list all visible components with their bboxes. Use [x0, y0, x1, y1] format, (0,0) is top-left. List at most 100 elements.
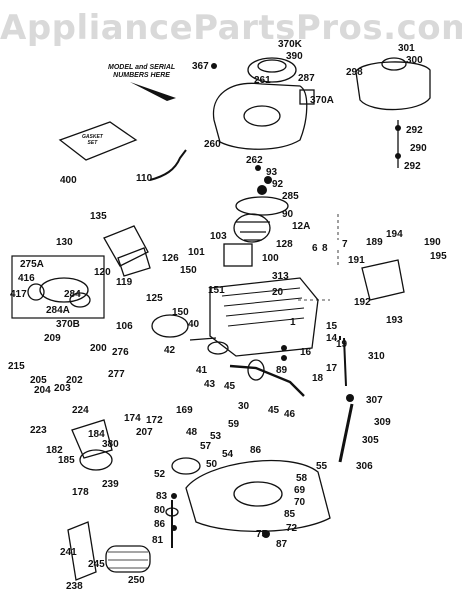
part-label: 207 — [136, 427, 153, 438]
part-label: 1 — [290, 317, 296, 328]
part-label: 150 — [180, 265, 197, 276]
part-label: 184 — [88, 429, 105, 440]
part-label: 85 — [284, 509, 296, 520]
part-label: 202 — [66, 375, 83, 386]
part-label: 58 — [296, 473, 308, 484]
part-label: 189 — [366, 237, 383, 248]
part-label: 306 — [356, 461, 373, 472]
part-label: 193 — [386, 315, 403, 326]
part-label: 194 — [386, 229, 403, 240]
part-label: 223 — [30, 425, 47, 436]
part-label: 284 — [64, 289, 81, 300]
part-label: 14 — [326, 333, 338, 344]
part-label: 126 — [162, 253, 179, 264]
part-label: 6 — [312, 243, 318, 254]
part-label: 262 — [246, 155, 263, 166]
part-label: 72 — [286, 523, 298, 534]
part-label: 20 — [272, 287, 284, 298]
part-label: 80 — [154, 505, 166, 516]
part-label: 192 — [354, 297, 371, 308]
part-label: 209 — [44, 333, 61, 344]
crankshaft-drawing — [229, 364, 305, 397]
part-label: 89 — [276, 365, 288, 376]
part-label: 215 — [8, 361, 25, 372]
part-label: 261 — [254, 75, 271, 86]
part-label: 59 — [228, 419, 240, 430]
part-label: 277 — [108, 369, 125, 380]
part-label: 301 — [398, 43, 415, 54]
fuel-tank-drawing — [355, 61, 431, 111]
dipstick-tube-drawing — [338, 403, 354, 463]
part-label: 178 — [72, 487, 89, 498]
part-label: 18 — [312, 373, 324, 384]
part-label: 305 — [362, 435, 379, 446]
part-label: 313 — [272, 271, 289, 282]
part-label: 87 — [276, 539, 288, 550]
oil-sump-drawing — [185, 459, 331, 532]
part-label: 290 — [410, 143, 427, 154]
part-label: 287 — [298, 73, 315, 84]
muffler-guard-drawing — [67, 521, 97, 581]
part-label: 110 — [136, 173, 153, 184]
part-label: 120 — [94, 267, 111, 278]
part-label: 81 — [152, 535, 164, 546]
part-label: 174 — [124, 413, 141, 424]
muffler-drawing — [105, 545, 151, 573]
part-label: 310 — [368, 351, 385, 362]
blower-housing-drawing — [212, 82, 308, 150]
part-label: 370K — [278, 39, 302, 50]
part-label: 119 — [116, 277, 133, 288]
model-serial-note: MODEL and SERIAL NUMBERS HERE — [108, 64, 175, 80]
part-label: 83 — [156, 491, 168, 502]
part-label: 93 — [266, 167, 278, 178]
part-label: 307 — [366, 395, 383, 406]
part-label: 400 — [60, 175, 77, 186]
part-label: 45 — [268, 405, 280, 416]
part-label: 57 — [200, 441, 212, 452]
part-label: 241 — [60, 547, 77, 558]
part-label: 53 — [210, 431, 222, 442]
part-label: 19 — [336, 339, 348, 350]
part-label: 70 — [294, 497, 306, 508]
part-label: 380 — [102, 439, 119, 450]
flywheel-drawing — [235, 196, 289, 216]
part-label: 55 — [316, 461, 328, 472]
part-label: 54 — [222, 449, 234, 460]
part-label: 195 — [430, 251, 447, 262]
part-label: 200 — [90, 343, 107, 354]
part-label: 106 — [116, 321, 133, 332]
part-label: 191 — [348, 255, 365, 266]
gasket-set-text-line1: GASKET — [82, 134, 103, 140]
part-label: 45 — [224, 381, 236, 392]
part-label: 103 — [210, 231, 227, 242]
carburetor-drawing — [103, 225, 149, 267]
part-label: 130 — [56, 237, 73, 248]
gasket-set-text-line2: SET — [87, 140, 98, 146]
part-label: 416 — [18, 273, 35, 284]
part-label: 100 — [262, 253, 279, 264]
engine-block-drawing — [209, 277, 319, 357]
part-label: 370A — [310, 95, 334, 106]
part-label: 43 — [204, 379, 216, 390]
part-label: 172 — [146, 415, 163, 426]
part-label: 40 — [188, 319, 200, 330]
part-label: 370B — [56, 319, 80, 330]
part-label: 260 — [204, 139, 221, 150]
part-label: 292 — [406, 125, 423, 136]
part-label: 150 — [172, 307, 189, 318]
part-label: 367 — [192, 61, 209, 72]
part-label: 16 — [300, 347, 312, 358]
part-label: 285 — [282, 191, 299, 202]
part-label: 101 — [188, 247, 205, 258]
part-label: 276 — [112, 347, 129, 358]
part-label: 169 — [176, 405, 193, 416]
part-label: 46 — [284, 409, 296, 420]
part-label: 275A — [20, 259, 44, 270]
part-label: 298 — [346, 67, 363, 78]
dipstick-drawing — [339, 336, 347, 387]
part-label: 417 — [10, 289, 27, 300]
part-label: 7 — [342, 239, 348, 250]
part-label: 250 — [128, 575, 145, 586]
